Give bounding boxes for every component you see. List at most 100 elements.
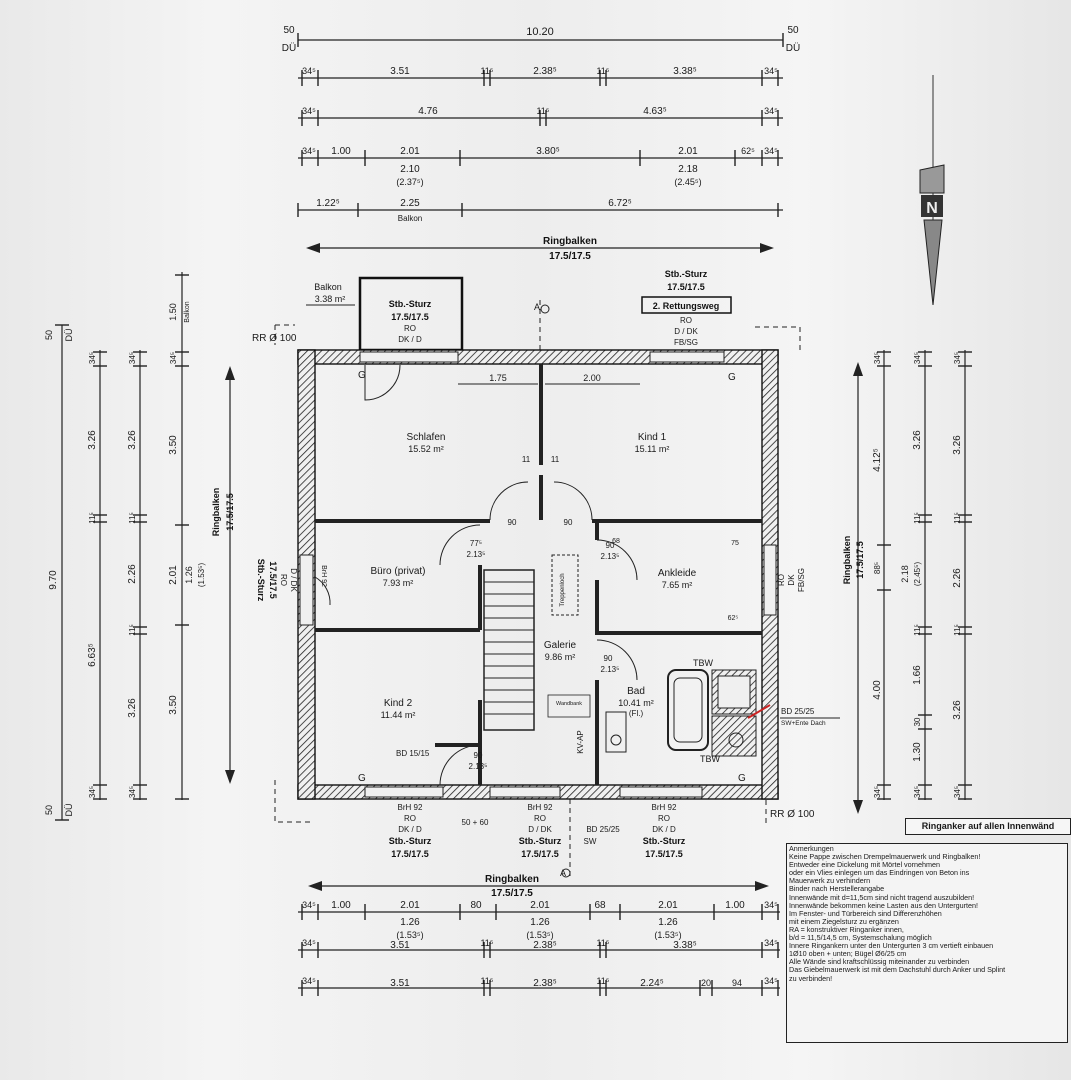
svg-text:1.26: 1.26 (530, 917, 550, 928)
svg-text:3.38 m²: 3.38 m² (315, 294, 346, 304)
svg-text:TBW: TBW (700, 754, 721, 764)
svg-text:Stb.-Sturz: Stb.-Sturz (643, 836, 686, 846)
svg-text:RO: RO (777, 574, 786, 586)
svg-text:4.00: 4.00 (872, 680, 883, 700)
ringbalken-top: Ringbalken 17.5/17.5 (306, 236, 774, 262)
notes-line: Innenwände mit d=11,5cm sind nicht trage… (789, 892, 975, 902)
svg-text:2.01: 2.01 (400, 146, 420, 157)
ringanker-label: Ringanker auf allen Innenwänd (905, 818, 1071, 835)
svg-text:G: G (358, 773, 366, 784)
svg-text:DÜ: DÜ (64, 329, 74, 342)
svg-text:2.01: 2.01 (530, 900, 550, 911)
svg-text:G: G (738, 773, 746, 784)
svg-text:34⁵: 34⁵ (302, 976, 316, 986)
ringbalken-bottom: Ringbalken 17.5/17.5 (308, 874, 769, 899)
svg-text:11.44 m²: 11.44 m² (381, 710, 416, 720)
svg-text:6.63⁵: 6.63⁵ (87, 643, 98, 667)
balkon: Balkon 3.38 m² Stb.-Sturz 17.5/17.5 RO D… (306, 276, 464, 352)
svg-text:11⁵: 11⁵ (536, 106, 549, 116)
svg-text:A: A (560, 868, 566, 878)
svg-text:N: N (926, 200, 938, 217)
notes-line: Innere Ringankern unter den Untergurten … (789, 941, 994, 951)
svg-text:DK: DK (787, 574, 796, 586)
svg-text:(2.37⁵): (2.37⁵) (396, 177, 423, 187)
svg-text:34⁵: 34⁵ (953, 786, 962, 798)
svg-text:2.01: 2.01 (658, 900, 678, 911)
rr-top: RR Ø 100 (252, 333, 297, 344)
notes-line: mit einem Ziegelsturz zu ergänzen (789, 916, 899, 926)
svg-text:RO: RO (658, 814, 670, 823)
svg-text:62⁵: 62⁵ (741, 146, 755, 156)
svg-text:BrH 92: BrH 92 (320, 565, 327, 587)
svg-text:6.72⁵: 6.72⁵ (608, 198, 632, 209)
outer-walls (297, 349, 779, 800)
svg-text:7.93 m²: 7.93 m² (383, 578, 414, 588)
svg-text:(1.53⁵): (1.53⁵) (526, 930, 553, 940)
svg-text:34⁵: 34⁵ (302, 900, 316, 910)
svg-text:1.26: 1.26 (658, 917, 678, 928)
svg-text:90: 90 (606, 541, 615, 550)
bottom-dimension-lines: 34⁵ 1.00 2.01 80 2.01 68 2.01 1.00 34⁵ 1… (298, 900, 780, 996)
svg-text:90: 90 (604, 654, 613, 663)
svg-text:30: 30 (913, 717, 922, 726)
svg-text:75: 75 (731, 540, 739, 547)
svg-text:17.5/17.5: 17.5/17.5 (667, 282, 705, 292)
svg-text:50 + 60: 50 + 60 (462, 818, 489, 827)
svg-text:94: 94 (732, 978, 742, 988)
room-buero: Büro (privat) (370, 566, 425, 577)
svg-text:A: A (534, 302, 540, 312)
svg-text:34⁵: 34⁵ (764, 66, 778, 76)
svg-text:77⁵: 77⁵ (470, 539, 482, 548)
svg-text:11⁵: 11⁵ (480, 66, 493, 76)
svg-text:3.51: 3.51 (390, 978, 410, 989)
svg-text:(Fl.): (Fl.) (629, 709, 644, 718)
svg-text:RO: RO (404, 324, 416, 333)
svg-text:1.30: 1.30 (912, 742, 923, 762)
svg-text:DÜ: DÜ (64, 804, 74, 817)
svg-text:3.38⁵: 3.38⁵ (673, 66, 697, 77)
svg-text:34⁵: 34⁵ (873, 786, 882, 798)
room-kind1: Kind 1 (638, 432, 667, 443)
svg-text:Ringbalken: Ringbalken (211, 488, 221, 537)
svg-text:KV-AP: KV-AP (576, 730, 585, 754)
svg-text:3.26: 3.26 (912, 430, 923, 450)
svg-text:BrH 92: BrH 92 (528, 803, 553, 812)
svg-text:DK / D: DK / D (652, 825, 676, 834)
dim-overall-top: 10.20 (526, 26, 554, 38)
inner-dimensions: 1.75 2.00 11 11 90 90 77⁵ 2.13⁵ 90 2.13⁵… (458, 373, 739, 771)
svg-text:3.51: 3.51 (390, 940, 410, 951)
svg-text:DÜ: DÜ (786, 42, 800, 54)
svg-text:34⁵: 34⁵ (302, 938, 316, 948)
svg-text:2.13⁵: 2.13⁵ (601, 665, 620, 674)
svg-text:BD 25/25: BD 25/25 (586, 825, 620, 834)
svg-text:Balkon: Balkon (184, 301, 191, 323)
svg-text:1.50: 1.50 (168, 303, 178, 321)
svg-text:Ringbalken: Ringbalken (842, 536, 852, 585)
svg-text:G: G (358, 370, 366, 381)
svg-text:34⁵: 34⁵ (764, 976, 778, 986)
svg-text:4.63⁵: 4.63⁵ (643, 106, 667, 117)
svg-text:2.24⁵: 2.24⁵ (640, 978, 664, 989)
notes-line: b/d = 11,5/14,5 cm, Systemschalung mögli… (789, 933, 932, 943)
svg-text:2.13⁵: 2.13⁵ (467, 550, 486, 559)
svg-text:3.50: 3.50 (168, 435, 179, 455)
svg-text:RO: RO (680, 316, 692, 325)
notes-line: Keine Pappe zwischen Drempelmauerwerk un… (789, 852, 981, 862)
svg-text:Ringbalken: Ringbalken (543, 236, 597, 247)
svg-text:TBW: TBW (693, 658, 714, 668)
svg-text:11: 11 (522, 455, 531, 464)
notes-line: Alle Wände sind kraftschlüssig miteinand… (789, 957, 970, 967)
svg-text:11⁵: 11⁵ (480, 976, 493, 986)
svg-text:Stb.-Sturz: Stb.-Sturz (389, 836, 432, 846)
svg-text:9.70: 9.70 (48, 570, 59, 590)
room-labels: Schlafen 15.52 m² Kind 1 15.11 m² Büro (… (370, 432, 696, 720)
svg-text:88⁵: 88⁵ (873, 562, 882, 574)
svg-text:4.12⁵: 4.12⁵ (872, 448, 883, 472)
svg-text:3.50: 3.50 (168, 695, 179, 715)
svg-text:11: 11 (551, 455, 560, 464)
section-marker-bottom: A (560, 790, 571, 880)
svg-text:11⁵: 11⁵ (596, 66, 609, 76)
section-marker-top: A (534, 300, 550, 350)
